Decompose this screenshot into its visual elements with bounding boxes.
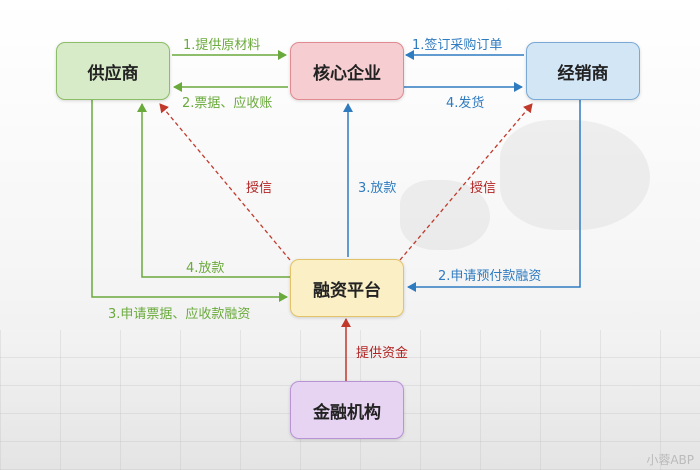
node-financing-platform: 融资平台	[290, 259, 404, 317]
watermark: 小蓉ABP	[646, 453, 694, 467]
label-lend-supplier: 4.放款	[186, 261, 225, 276]
arrow-credit-distributor	[399, 103, 533, 261]
node-financial-institution: 金融机构	[290, 381, 404, 439]
background-map-shape	[400, 180, 490, 250]
arrow-apply-prepay	[407, 100, 581, 292]
label-credit-right: 授信	[470, 181, 497, 196]
label-bills-receivables: 2.票据、应收账	[182, 96, 273, 111]
label-apply-bills: 3.申请票据、应收款融资	[108, 307, 251, 322]
node-distributor: 经销商	[526, 42, 640, 100]
label-lend-center: 3.放款	[358, 181, 397, 196]
background-map-shape	[500, 120, 650, 230]
label-sign-order: 1.签订采购订单	[412, 38, 503, 53]
label-credit-left: 授信	[246, 181, 273, 196]
label-ship: 4.发货	[446, 96, 485, 111]
arrow-credit-supplier	[159, 103, 291, 261]
node-core-enterprise: 核心企业	[290, 42, 404, 100]
arrow-lend-supplier	[137, 103, 290, 278]
arrow-apply-bills	[91, 100, 288, 302]
node-supplier: 供应商	[56, 42, 170, 100]
label-provide-funds: 提供资金	[356, 346, 409, 361]
label-apply-prepay: 2.申请预付款融资	[438, 269, 542, 284]
label-provide-materials: 1.提供原材料	[183, 38, 261, 53]
